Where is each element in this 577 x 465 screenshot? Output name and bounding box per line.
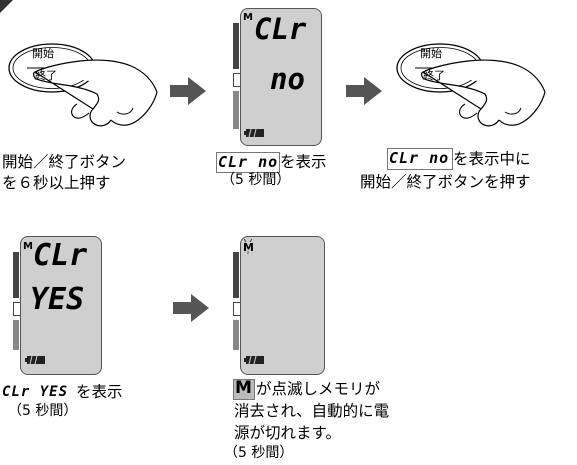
- lcd-screen: [240, 236, 325, 375]
- lcd-screen: [240, 8, 322, 146]
- step-2-caption-seg: [216, 152, 280, 173]
- memory-mark-symbol: [233, 379, 255, 400]
- lcd-memory-mark: M: [23, 241, 33, 252]
- memory-mark-symbol-text: M: [235, 378, 252, 398]
- step-5-caption-line4: （5 秒間）: [224, 445, 294, 461]
- step-4-caption-seg-text: CLr YES: [2, 384, 69, 400]
- step-2-caption-seg-text: CLr no: [218, 153, 279, 171]
- lcd-line2: YES: [30, 282, 85, 317]
- arrow-right-icon: [170, 77, 206, 105]
- lcd-screen: [20, 236, 102, 375]
- step-4-caption-suffix: を表示: [76, 383, 123, 401]
- lcd-line2: no: [270, 62, 305, 96]
- step-3-caption-suffix: を表示中に: [453, 150, 531, 168]
- step-1-caption-line2: を６秒以上押す: [2, 174, 111, 192]
- step-1-caption-line1: 開始／終了ボタン: [2, 153, 127, 171]
- button-bottom-label: 終了: [35, 69, 57, 82]
- hand-pressing-icon: [396, 43, 546, 127]
- step-2-caption-line2: （5 秒間）: [221, 172, 291, 188]
- lcd-memory-mark-blinking: M: [243, 241, 254, 254]
- lcd-line1: CLr: [33, 238, 88, 273]
- battery-icon: [25, 355, 45, 365]
- step-5-caption-line2: 消去され、自動的に電: [234, 402, 390, 420]
- step-3-caption-seg: [387, 148, 453, 170]
- hand-pressing-icon: [8, 43, 158, 127]
- lcd-memory-mark: M: [243, 12, 253, 23]
- button-bottom-label: 終了: [423, 69, 445, 82]
- button-top-label: 開始: [420, 47, 442, 60]
- corner-mark: [0, 0, 13, 13]
- blink-rays-icon: [243, 238, 253, 254]
- battery-icon: [244, 128, 264, 138]
- battery-icon: [244, 355, 264, 365]
- step-2-caption-suffix: を表示: [280, 153, 327, 171]
- arrow-right-icon: [346, 77, 382, 105]
- arrow-right-icon: [173, 294, 209, 322]
- step-5-caption-line3: 源が切れます。: [234, 424, 341, 442]
- step-3-caption-line2: 開始／終了ボタンを押す: [360, 173, 531, 191]
- step-4-caption-line2: （5 秒間）: [8, 403, 78, 419]
- step-5-caption-suffix: が点滅しメモリが: [256, 380, 381, 398]
- button-top-label: 開始: [32, 47, 54, 60]
- lcd-line1: CLr: [254, 12, 307, 46]
- step-3-caption-seg-text: CLr no: [389, 149, 450, 167]
